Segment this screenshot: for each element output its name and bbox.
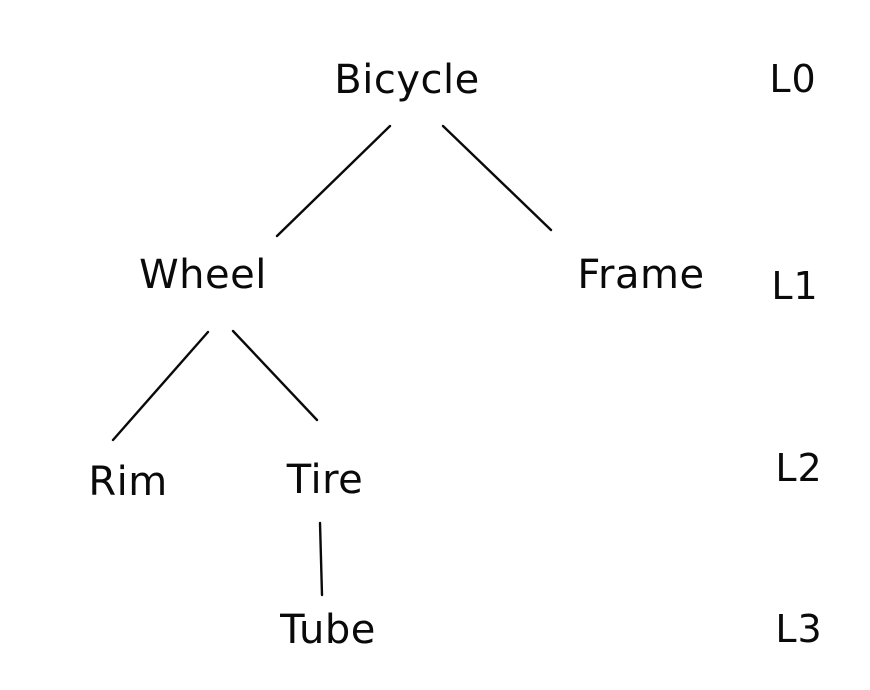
node-tire[interactable]: Tire <box>286 457 364 503</box>
edge-wheel-tire <box>231 329 319 422</box>
level-label-l0: L0 <box>769 57 817 101</box>
level-label-l3: L3 <box>775 607 823 651</box>
node-tube[interactable]: Tube <box>280 607 376 653</box>
node-rim[interactable]: Rim <box>88 459 168 505</box>
edge-bicycle-wheel <box>275 124 392 238</box>
level-label-l1: L1 <box>771 264 819 308</box>
node-bicycle[interactable]: Bicycle <box>334 57 480 103</box>
level-label-l2: L2 <box>775 446 823 490</box>
node-frame[interactable]: Frame <box>577 252 705 298</box>
edge-wheel-rim <box>111 330 210 442</box>
edge-bicycle-frame <box>441 124 553 232</box>
edge-tire-tube <box>318 521 324 597</box>
node-wheel[interactable]: Wheel <box>139 252 267 298</box>
